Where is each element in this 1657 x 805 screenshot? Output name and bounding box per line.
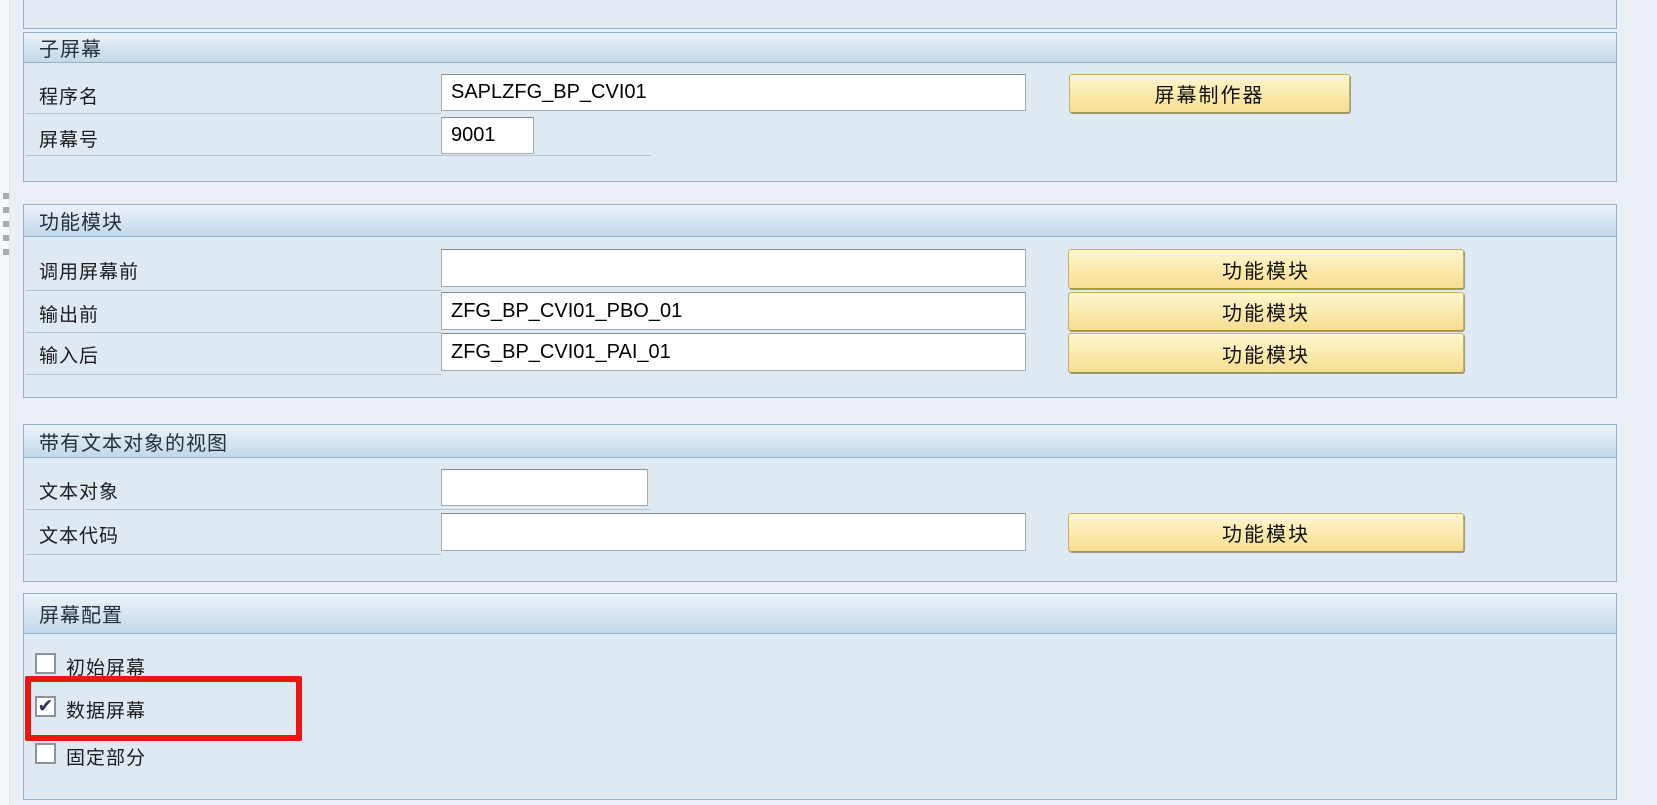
row-divider <box>26 155 651 156</box>
splitter-dot <box>3 235 9 241</box>
initial-screen-label: 初始屏幕 <box>66 658 147 679</box>
fixed-part-checkbox[interactable] <box>35 743 56 764</box>
after-input-input[interactable] <box>441 333 1026 371</box>
splitter-dot <box>3 221 9 227</box>
groupbox-function-modules-header: 功能模块 <box>24 205 1616 237</box>
label-after-input: 输入后 <box>39 346 100 367</box>
groupbox-text-object-view: 带有文本对象的视图 文本对象 文本代码 功能模块 <box>23 424 1617 582</box>
splitter-strip[interactable] <box>0 0 10 805</box>
screen-painter-button[interactable]: 屏幕制作器 <box>1069 74 1350 113</box>
screen-number-input[interactable] <box>441 117 534 154</box>
groupbox-screen-configuration: 屏幕配置 初始屏幕 ✔ 数据屏幕 固定部分 <box>23 593 1617 800</box>
label-before-call-screen: 调用屏幕前 <box>39 262 140 283</box>
section-title: 子屏幕 <box>39 39 102 61</box>
label-screen-number: 屏幕号 <box>39 130 100 151</box>
label-text-code: 文本代码 <box>39 526 120 547</box>
row-divider <box>26 374 441 375</box>
row-divider <box>26 332 441 333</box>
label-before-output: 输出前 <box>39 305 100 326</box>
label-text-object: 文本对象 <box>39 482 120 503</box>
function-module-button-4[interactable]: 功能模块 <box>1068 513 1464 552</box>
data-screen-checkbox[interactable]: ✔ <box>35 696 56 717</box>
splitter-dot <box>3 249 9 255</box>
initial-screen-checkbox[interactable] <box>35 653 56 674</box>
text-code-input[interactable] <box>441 513 1026 551</box>
groupbox-text-object-view-header: 带有文本对象的视图 <box>24 425 1616 458</box>
section-title: 屏幕配置 <box>39 605 123 627</box>
groupbox-function-modules: 功能模块 调用屏幕前 功能模块 输出前 功能模块 输入后 功能模块 <box>23 204 1617 398</box>
before-call-screen-input[interactable] <box>441 249 1026 287</box>
before-output-input[interactable] <box>441 292 1026 330</box>
label-program-name: 程序名 <box>39 87 100 108</box>
splitter-dot <box>3 193 9 199</box>
data-screen-label: 数据屏幕 <box>66 701 147 722</box>
section-title: 功能模块 <box>39 212 123 234</box>
function-module-button-1[interactable]: 功能模块 <box>1068 249 1464 289</box>
function-module-button-3[interactable]: 功能模块 <box>1068 333 1464 373</box>
section-title: 带有文本对象的视图 <box>39 432 228 455</box>
text-object-input[interactable] <box>441 469 648 506</box>
row-divider <box>26 290 441 291</box>
row-divider <box>26 509 651 510</box>
row-divider <box>26 554 441 555</box>
groupbox-screen-configuration-header: 屏幕配置 <box>24 594 1616 634</box>
groupbox-partial-top <box>23 0 1617 29</box>
groupbox-subscreen-header: 子屏幕 <box>24 33 1616 63</box>
fixed-part-label: 固定部分 <box>66 748 147 769</box>
function-module-button-2[interactable]: 功能模块 <box>1068 292 1464 331</box>
row-divider <box>26 113 441 114</box>
groupbox-subscreen: 子屏幕 程序名 屏幕号 屏幕制作器 <box>23 32 1617 182</box>
splitter-dot <box>3 207 9 213</box>
program-name-input[interactable] <box>441 74 1026 111</box>
